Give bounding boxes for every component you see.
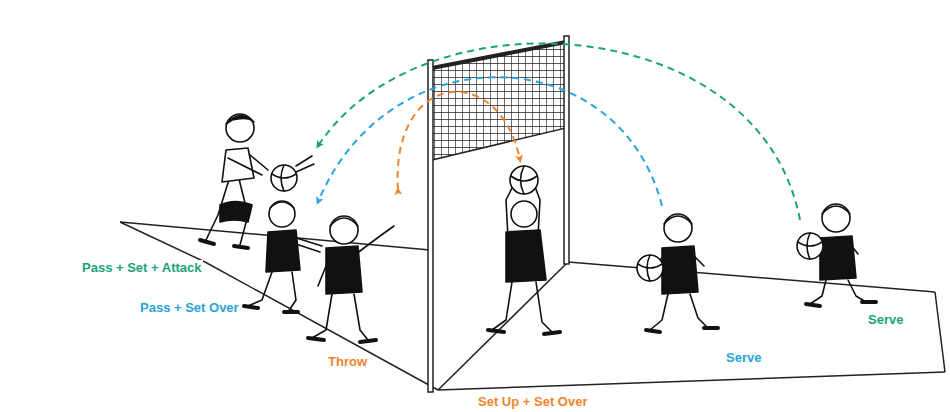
trajectory-arrow	[398, 92, 520, 190]
player-figure	[200, 114, 268, 248]
players	[200, 114, 876, 342]
ball-trajectories	[318, 43, 800, 220]
action-label: Set Up + Set Over	[476, 394, 589, 409]
volleyball	[637, 255, 663, 281]
trajectory-arrow	[318, 43, 800, 220]
court-lines	[120, 222, 945, 390]
player-figure	[244, 201, 322, 312]
trajectory-arrow	[318, 77, 662, 206]
volleyball	[271, 156, 314, 191]
volleyball	[510, 166, 538, 194]
action-label: Pass + Set + Attack	[80, 260, 203, 275]
player-figure	[308, 216, 394, 342]
volleyball	[797, 233, 823, 259]
action-label: Throw	[326, 354, 369, 369]
action-label: Serve	[724, 350, 763, 365]
action-label: Serve	[866, 312, 905, 327]
action-label: Pass + Set Over	[138, 300, 241, 315]
player-figure	[488, 184, 560, 334]
net	[428, 36, 569, 392]
